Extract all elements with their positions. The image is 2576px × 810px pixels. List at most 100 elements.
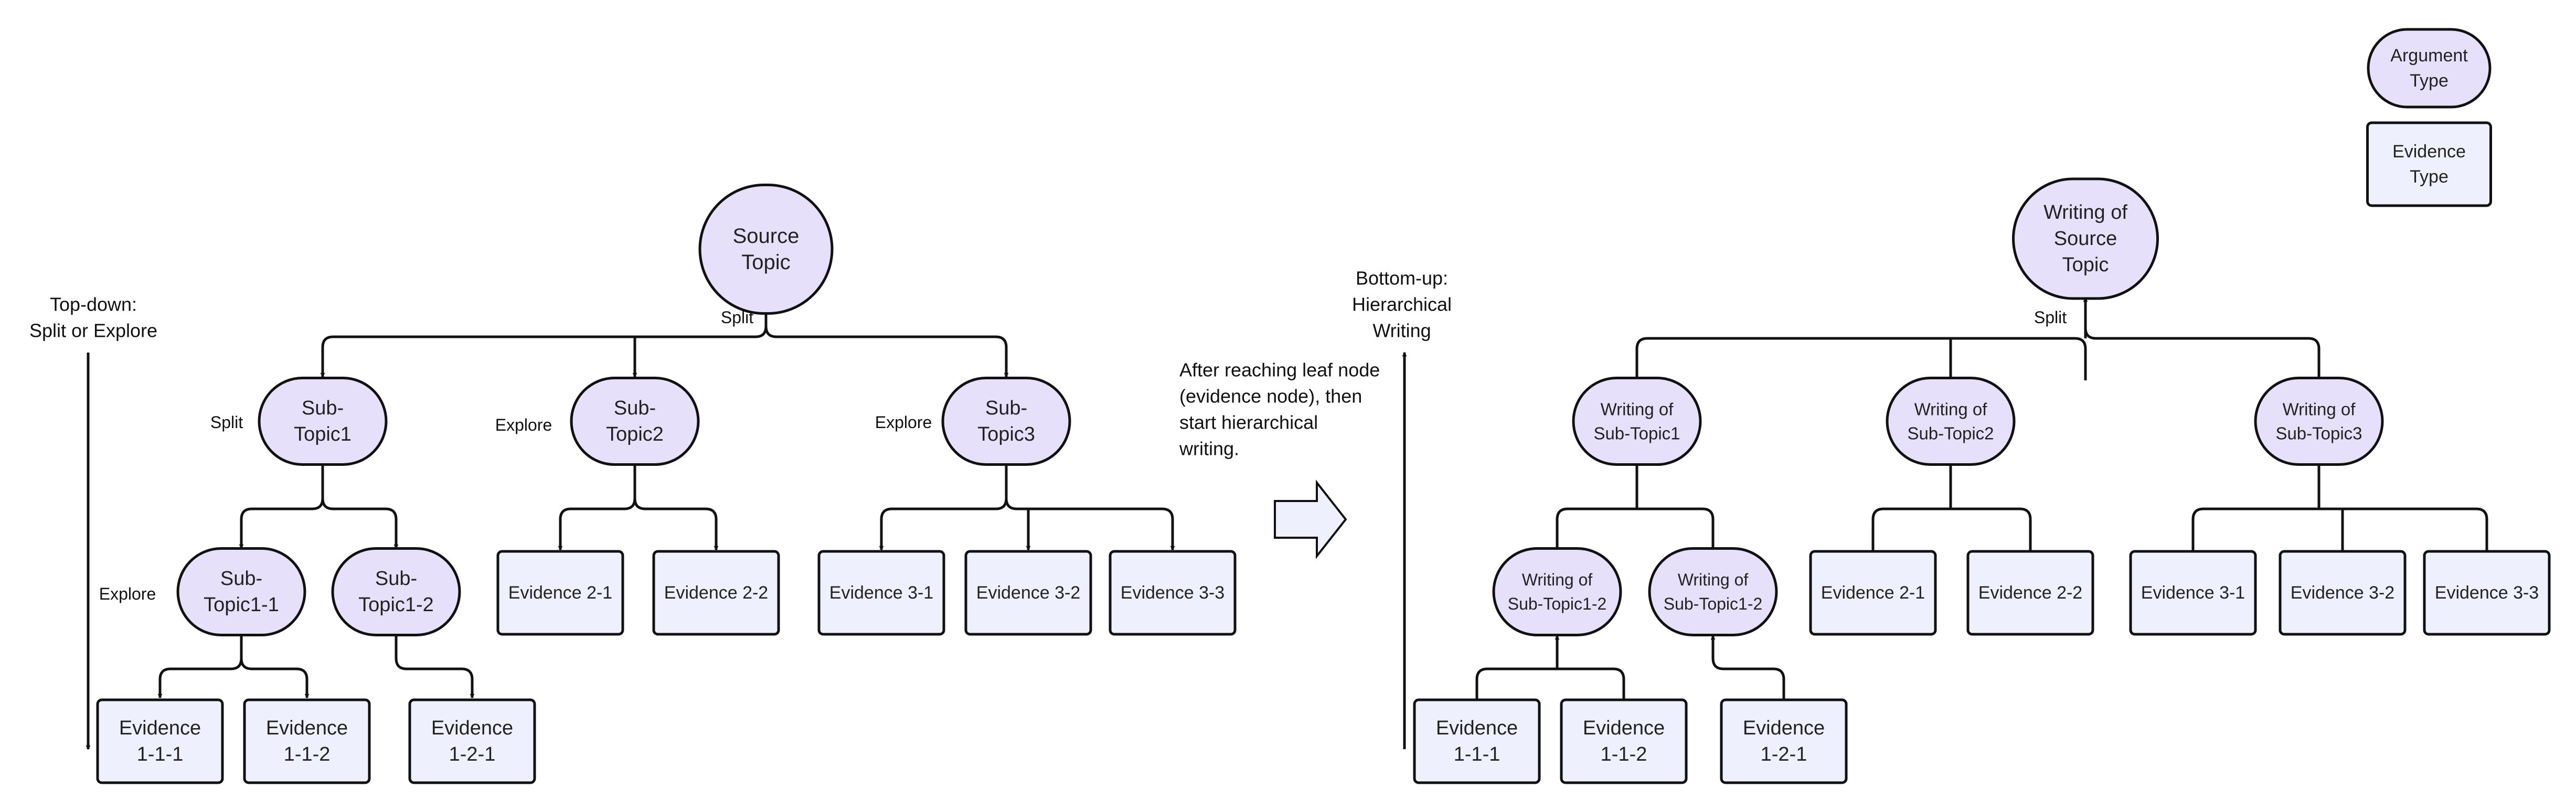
top-down-label: Top-down:Split or Explore [29, 294, 157, 342]
evidence-shape [408, 698, 536, 784]
argument-node-left-tree-sub1: Sub-Topic1 [258, 377, 388, 466]
node-text-line: Sub- [220, 568, 262, 590]
node-text-line: After reaching leaf node [1179, 359, 1380, 381]
node-text-line: Evidence [1436, 717, 1518, 739]
node-text-line: start hierarchical [1179, 412, 1318, 433]
node-text-line: Evidence 3-3 [2435, 583, 2539, 603]
evidence-node-left-tree-ev31: Evidence 3-1 [817, 550, 945, 636]
node-text-line: Topic2 [606, 423, 664, 445]
node-text-line: Sub-Topic2 [1907, 424, 1994, 443]
evidence-shape [652, 550, 780, 636]
argument-shape [2254, 377, 2384, 466]
node-text-line: Topic [741, 251, 790, 274]
evidence-shape [1413, 698, 1541, 784]
left-tree-connectors [88, 314, 1173, 749]
node-text-line: Topic [2062, 254, 2109, 276]
node-text-line: Sub- [375, 568, 417, 590]
node-text-line: Evidence 2-2 [664, 583, 768, 603]
evidence-shape [1720, 698, 1848, 784]
argument-node-left-tree-sub12: Sub- Topic1-2 [331, 547, 461, 636]
node-text-line: Evidence [1583, 717, 1665, 739]
evidence-node-right-tree-ev21: Evidence 2-1 [1809, 550, 1937, 636]
node-text-line: 1-1-1 [1454, 743, 1500, 765]
evidence-shape [1809, 550, 1937, 636]
argument-shape [331, 547, 461, 636]
evidence-node-right-tree-ev111: Evidence 1-1-1 [1413, 698, 1541, 784]
node-text-line: 1-2-1 [1761, 743, 1807, 765]
evidence-shape [2366, 121, 2492, 207]
node-text-line: Sub- [302, 397, 344, 419]
node-text-line: Sub-Topic1-2 [1664, 594, 1763, 613]
node-text-line: Evidence [431, 717, 513, 739]
node-text-line: Evidence [266, 717, 348, 739]
node-text-line: Sub- [985, 397, 1027, 419]
action-label: Split [721, 308, 753, 327]
argument-node-left-tree-sub11: Sub- Topic1-1 [176, 547, 306, 636]
argument-node-right-tree-sub2: Writing of Sub-Topic2 [1886, 377, 2016, 466]
node-text-line: (evidence node), then [1179, 386, 1362, 407]
node-text-line: 1-1-1 [137, 743, 184, 765]
evidence-shape [96, 698, 224, 784]
node-text-line: Split or Explore [29, 320, 157, 342]
node-text-line: Topic1-2 [358, 594, 434, 616]
node-text-line: Evidence 3-1 [829, 583, 933, 603]
evidence-node-left-tree-ev21: Evidence 2-1 [496, 550, 624, 636]
node-text-line: Sub-Topic3 [2275, 424, 2362, 443]
node-text-line: Evidence 3-2 [976, 583, 1080, 603]
evidence-node-left-tree-ev22: Evidence 2-2 [652, 550, 780, 636]
evidence-node-right-tree-ev33: Evidence 3-3 [2423, 550, 2551, 636]
node-text-line: 1-2-1 [449, 743, 496, 765]
node-text-line: Argument [2390, 46, 2468, 66]
argument-node-right-tree-sub12: Writing of Sub-Topic1-2 [1648, 547, 1778, 636]
argument-shape [2012, 177, 2159, 300]
node-text-line: Source [2054, 228, 2117, 250]
evidence-shape [2423, 550, 2551, 636]
node-text-line: Evidence 2-1 [508, 583, 612, 603]
node-text-line: Hierarchical [1352, 294, 1452, 315]
node-text-line: Writing of [1678, 570, 1749, 589]
evidence-shape [2129, 550, 2257, 636]
node-text-line: Evidence 2-1 [1821, 583, 1925, 603]
argument-shape [1492, 547, 1622, 636]
node-text-line: Writing [1372, 320, 1431, 342]
argument-shape [2367, 28, 2492, 109]
argument-shape [176, 547, 306, 636]
node-text-line: Writing of [1914, 400, 1988, 419]
argument-shape [941, 377, 1071, 466]
argument-shape [698, 184, 834, 315]
node-text-line: Type [2410, 71, 2449, 91]
action-label: Split [2034, 308, 2067, 327]
node-text-line: Writing of [2283, 400, 2356, 419]
node-text-line: Sub- [614, 397, 656, 419]
node-text-line: 1-1-2 [1601, 743, 1647, 765]
node-text-line: 1-1-2 [284, 743, 331, 765]
node-text-line: Evidence 2-2 [1978, 583, 2082, 603]
action-label: Explore [875, 413, 932, 432]
action-label: Split [210, 413, 243, 432]
action-label: Explore [495, 415, 552, 434]
evidence-shape [1109, 550, 1237, 636]
node-text-line: Evidence 3-2 [2291, 583, 2394, 603]
evidence-node-right-tree-ev32: Evidence 3-2 [2279, 550, 2407, 636]
evidence-node-left-tree-ev33: Evidence 3-3 [1109, 550, 1237, 636]
argument-shape [258, 377, 388, 466]
argument-shape [570, 377, 700, 466]
leaf-reached-note: After reaching leaf node (evidence node),… [1179, 359, 1380, 460]
node-text-line: Source [733, 225, 800, 248]
argument-shape [1648, 547, 1778, 636]
node-text-line: Type [2410, 167, 2449, 187]
evidence-node-left-tree-ev32: Evidence 3-2 [964, 550, 1092, 636]
argument-node-right-tree-sub3: Writing of Sub-Topic3 [2254, 377, 2384, 466]
evidence-shape [964, 550, 1092, 636]
evidence-shape [1966, 550, 2094, 636]
argument-node-left-tree-sub2: Sub- Topic2 [570, 377, 700, 466]
node-text-line: Topic1-1 [204, 594, 279, 616]
